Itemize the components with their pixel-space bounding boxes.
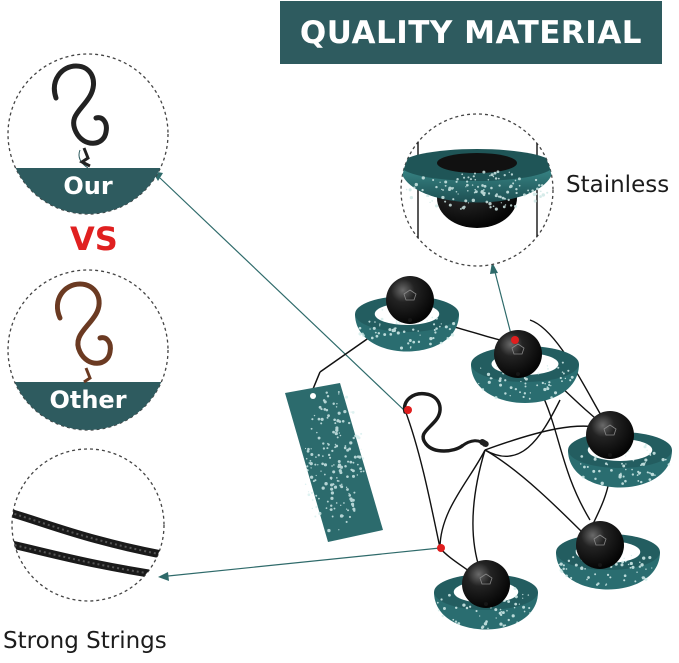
callout-arrows [152,171,513,581]
wind-chime-tag [285,329,383,542]
chime-bowl-2 [471,330,579,403]
product-s-hook-icon [402,391,464,453]
other-hook-circle [7,269,169,431]
chime-ball [586,411,634,459]
arrow-to-stainless [494,271,513,339]
chime-ball [386,276,434,324]
header-banner: QUALITY MATERIAL [280,1,662,64]
vs-label: VS [70,220,118,258]
other-label: Other [49,386,127,414]
chime-bowls [355,276,672,630]
arrow-to-hook-comparison [159,177,406,412]
header-title: QUALITY MATERIAL [299,14,643,51]
stainless-label: Stainless [566,172,670,198]
chime-bowl-1 [355,276,459,352]
chime-ball [462,560,510,608]
chime-bowl-4 [556,521,660,590]
our-label: Our [63,172,113,200]
chime-ball [576,521,624,569]
marker-dot-bowl [511,336,519,344]
marker-dot-string [437,544,445,552]
chime-bowl-5 [434,560,538,630]
our-hook-circle [7,53,169,215]
marker-dot-hook [404,406,412,414]
chime-bowl-3 [568,411,672,488]
strings-circle [11,448,165,602]
strong-strings-label: Strong Strings [3,628,167,654]
stainless-circle [400,113,554,267]
rusty-s-hook-icon [55,281,113,366]
arrow-head-icon [158,572,169,581]
chime-ball [494,330,542,378]
s-hook-icon [52,63,109,146]
arrow-to-strings [167,547,441,577]
